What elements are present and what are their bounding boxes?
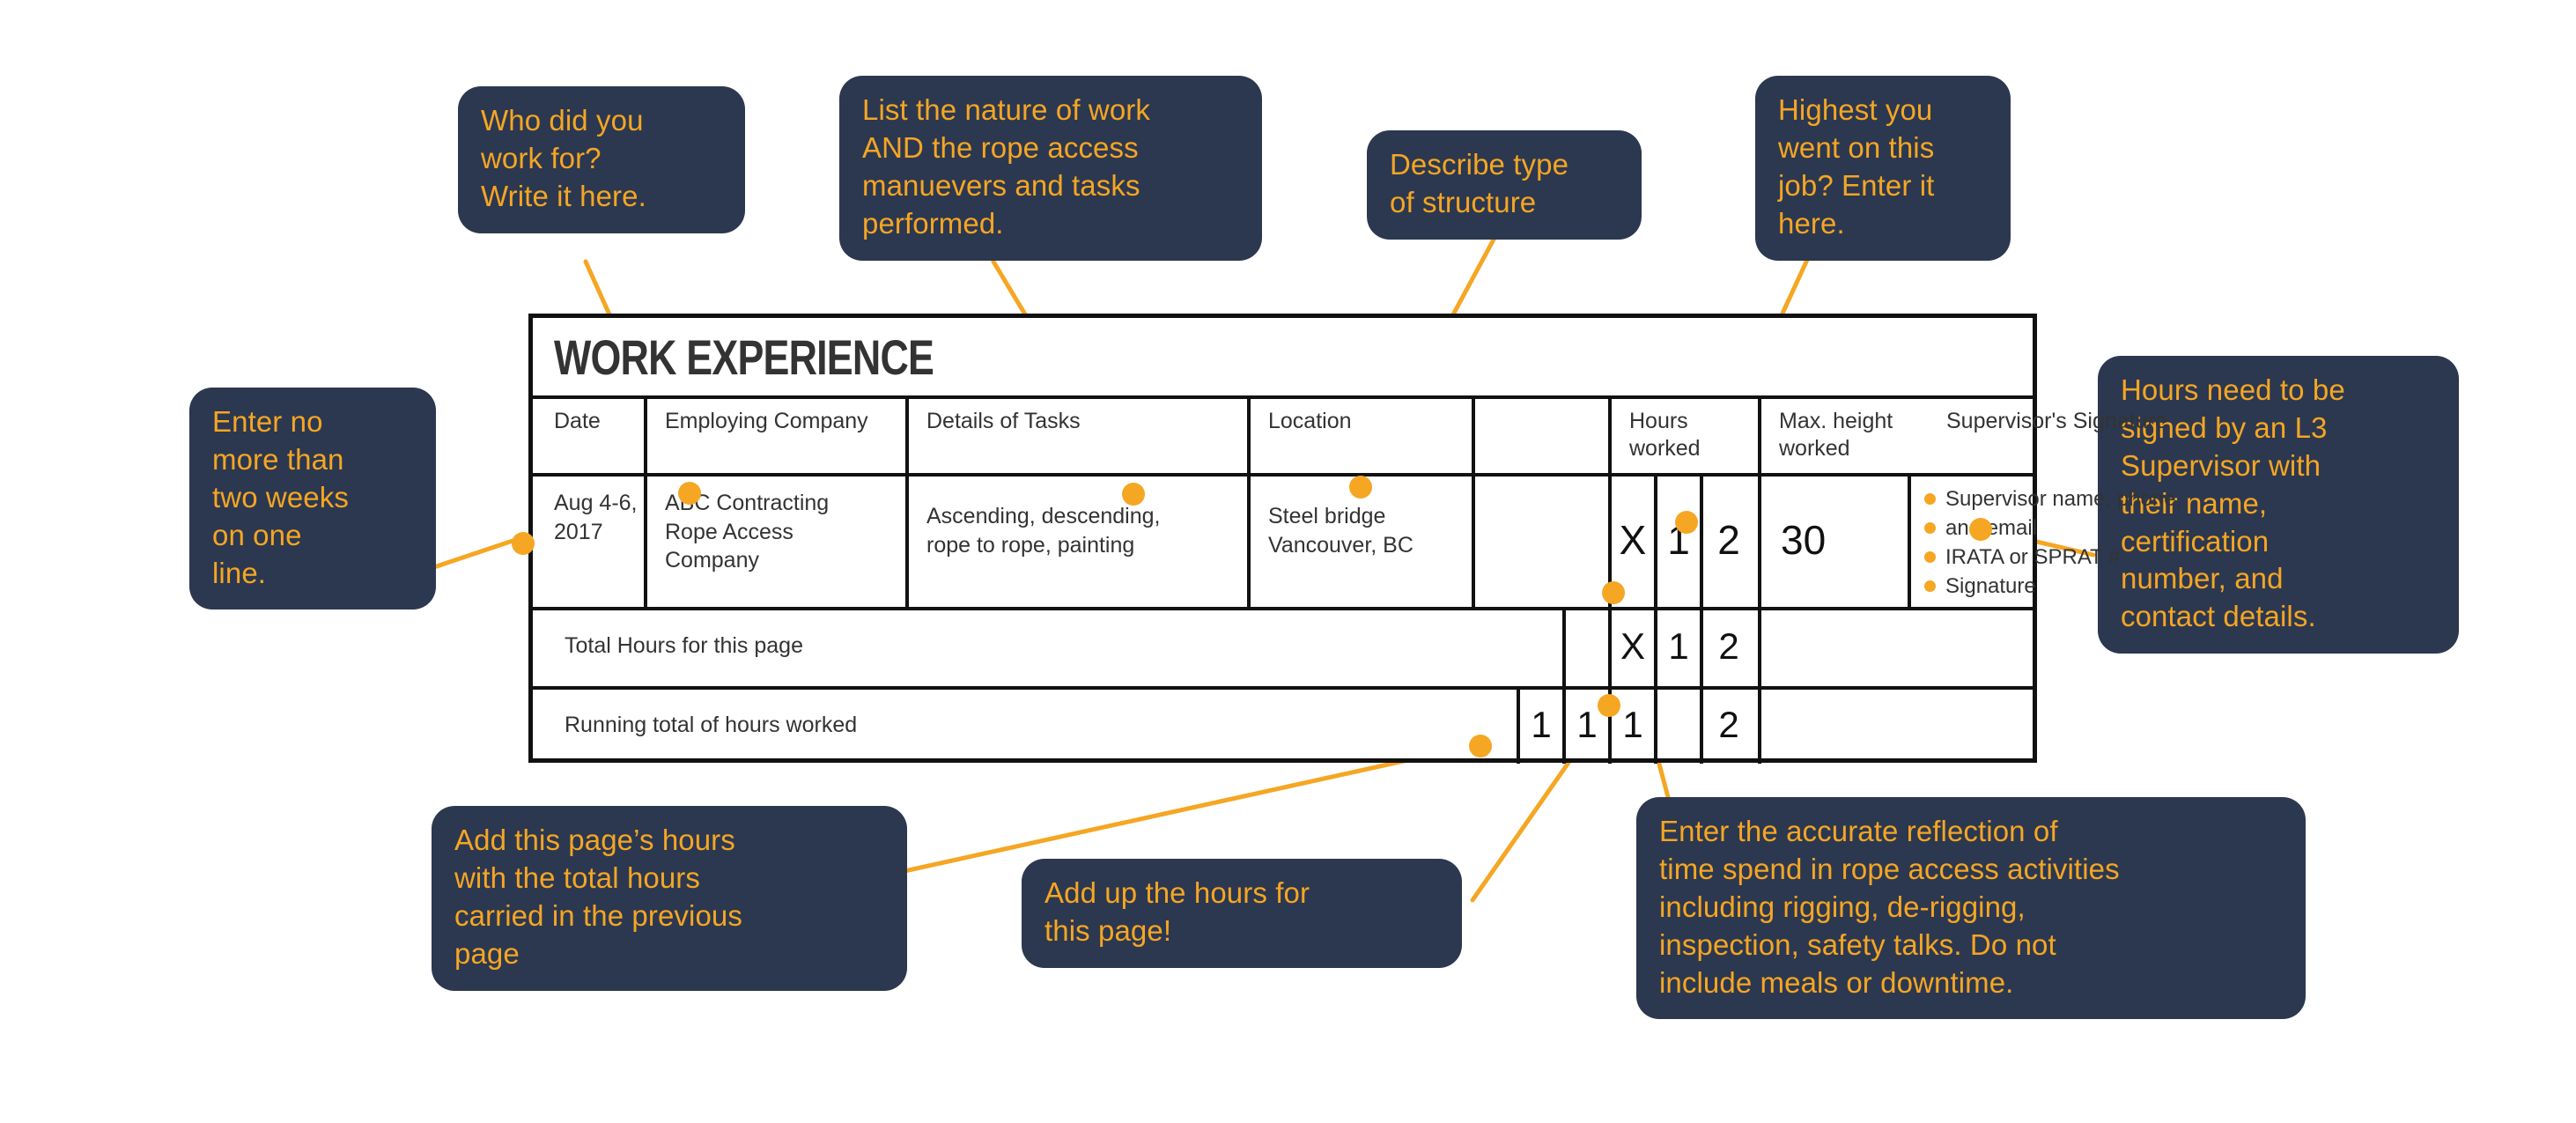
entry-divider-4 bbox=[1472, 473, 1475, 607]
table-running-total-row: Running total of hours worked 1 1 1 2 bbox=[533, 686, 2033, 764]
entry-divider-hours-a bbox=[1608, 473, 1612, 607]
callout-add-up-the-hours: Add up the hours for this page! bbox=[1022, 859, 1462, 968]
total-hours-label: Total Hours for this page bbox=[565, 633, 803, 658]
header-divider-3 bbox=[1247, 395, 1251, 473]
table-rule-total-bottom bbox=[533, 686, 2033, 690]
callout-enter-no-more-than-two-weeks: Enter no more than two weeks on one line… bbox=[189, 388, 436, 610]
table-entry-row: Aug 4-6, 2017 ABC Contracting Rope Acces… bbox=[533, 473, 2181, 607]
callout-who-did-you-work-for: Who did you work for? Write it here. bbox=[458, 86, 745, 233]
entry-max-height[interactable]: 30 bbox=[1781, 517, 1827, 563]
work-experience-table: WORK EXPERIENCE Date Employing Company D… bbox=[528, 314, 2181, 764]
running-divider-hours-b bbox=[1654, 686, 1657, 764]
entry-hours-digit-3[interactable]: 2 bbox=[1717, 517, 1740, 563]
marker-dot-max-height bbox=[1675, 511, 1698, 534]
entry-divider-5 bbox=[1758, 473, 1761, 607]
column-header-company: Employing Company bbox=[665, 409, 868, 433]
running-divider-hours-c bbox=[1700, 686, 1703, 764]
marker-dot-supervisor bbox=[1969, 518, 1992, 541]
total-divider-hours-b bbox=[1654, 607, 1657, 686]
running-divider-left bbox=[1562, 686, 1566, 764]
supervisor-bullet-1: Supervisor name, phone, bbox=[1923, 485, 2204, 513]
marker-dot-tasks bbox=[1122, 483, 1145, 506]
marker-dot-location bbox=[1349, 476, 1372, 499]
entry-divider-2 bbox=[905, 473, 909, 607]
entry-divider-hours-c bbox=[1700, 473, 1703, 607]
entry-hours-digit-2[interactable]: 1 bbox=[1667, 517, 1690, 563]
callout-enter-accurate-reflection: Enter the accurate reflection of time sp… bbox=[1636, 797, 2306, 1020]
running-total-digit-1[interactable]: 1 bbox=[1531, 704, 1552, 745]
total-hours-digit-2[interactable]: 1 bbox=[1668, 625, 1689, 667]
table-rule-header-bottom bbox=[533, 473, 2033, 477]
table-total-hours-row: Total Hours for this page X 1 2 bbox=[533, 607, 2033, 686]
running-total-digit-3[interactable]: 1 bbox=[1622, 704, 1643, 745]
running-total-digit-4[interactable]: 2 bbox=[1718, 704, 1739, 745]
connector-line-running-total bbox=[878, 742, 1482, 879]
column-header-hours: Hours worked bbox=[1629, 409, 1701, 461]
entry-divider-1 bbox=[644, 473, 647, 607]
entry-date[interactable]: Aug 4-6, 2017 bbox=[554, 491, 638, 544]
entry-location[interactable]: Steel bridge Vancouver, BC bbox=[1268, 504, 1413, 558]
column-header-date: Date bbox=[554, 409, 601, 433]
callout-highest-you-went: Highest you went on this job? Enter it h… bbox=[1755, 76, 2011, 261]
marker-dot-page-total bbox=[1598, 694, 1620, 717]
header-divider-6 bbox=[1758, 395, 1761, 473]
entry-company[interactable]: ABC Contracting Rope Access Company bbox=[665, 491, 830, 573]
callout-add-this-pages-hours: Add this page’s hours with the total hou… bbox=[432, 806, 907, 991]
marker-dot-running-total bbox=[1469, 735, 1492, 757]
supervisor-bullet-2: IRATA or SPRAT # bbox=[1923, 543, 2204, 572]
page-title: WORK EXPERIENCE bbox=[554, 329, 934, 385]
entry-divider-6 bbox=[1908, 473, 1911, 607]
total-divider-right bbox=[1758, 607, 1761, 686]
running-total-label: Running total of hours worked bbox=[565, 713, 858, 737]
column-header-supervisor: Supervisor's Signature bbox=[1946, 409, 2167, 433]
table-header-row: Date Employing Company Details of Tasks … bbox=[533, 395, 2167, 473]
entry-tasks[interactable]: Ascending, descending, rope to rope, pai… bbox=[926, 504, 1161, 558]
total-divider-hours-c bbox=[1700, 607, 1703, 686]
header-divider-1 bbox=[644, 395, 647, 473]
entry-hours-digit-1[interactable]: X bbox=[1619, 517, 1647, 563]
table-title-row: WORK EXPERIENCE bbox=[533, 318, 2033, 395]
total-divider-left bbox=[1562, 607, 1566, 686]
table-rule-entry-bottom bbox=[533, 607, 2033, 610]
total-divider-hours-a bbox=[1608, 607, 1612, 686]
header-divider-2 bbox=[905, 395, 909, 473]
column-header-max-height: Max. height worked bbox=[1779, 409, 1893, 461]
callout-describe-type-of-structure: Describe type of structure bbox=[1367, 130, 1642, 240]
supervisor-bullet-1-cont: and email bbox=[1923, 514, 2204, 543]
callout-list-nature-of-work: List the nature of work AND the rope acc… bbox=[839, 76, 1262, 261]
entry-supervisor-details[interactable]: Supervisor name, phone, and email IRATA … bbox=[1923, 485, 2204, 602]
running-divider-right bbox=[1758, 686, 1761, 764]
column-header-tasks: Details of Tasks bbox=[926, 409, 1081, 433]
entry-divider-hours-b bbox=[1654, 473, 1657, 607]
running-divider-hours-a bbox=[1608, 686, 1612, 764]
entry-divider-3 bbox=[1247, 473, 1251, 607]
marker-dot-date bbox=[512, 532, 535, 555]
supervisor-bullet-3: Signature bbox=[1923, 573, 2204, 601]
callout-hours-signed-by-l3: Hours need to be signed by an L3 Supervi… bbox=[2098, 356, 2459, 654]
running-total-digit-2[interactable]: 1 bbox=[1576, 704, 1598, 745]
marker-dot-entry-hours bbox=[1602, 581, 1625, 604]
header-divider-5 bbox=[1608, 395, 1612, 473]
total-hours-digit-3[interactable]: 2 bbox=[1718, 625, 1739, 667]
total-hours-digit-1[interactable]: X bbox=[1620, 625, 1645, 667]
table-rule-title-bottom bbox=[533, 395, 2033, 399]
running-divider-far-left bbox=[1517, 686, 1520, 764]
marker-dot-company bbox=[678, 482, 701, 505]
column-header-location: Location bbox=[1268, 409, 1352, 433]
header-divider-4 bbox=[1472, 395, 1475, 473]
